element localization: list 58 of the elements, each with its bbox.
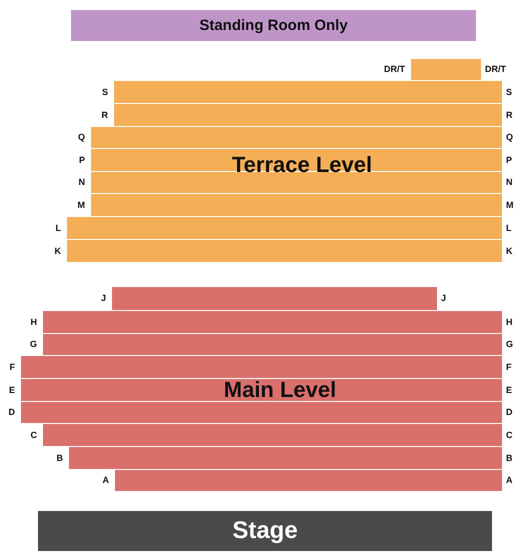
section-label: Terrace Level	[232, 152, 372, 178]
row-label: B	[56, 452, 63, 464]
row-label: R	[506, 110, 512, 120]
row-label: N	[506, 177, 512, 188]
row-label: L	[506, 222, 512, 234]
row-label: G	[506, 339, 514, 350]
row-label: M	[506, 200, 514, 210]
row-label: D	[506, 407, 512, 418]
row-label: Q	[78, 132, 85, 143]
row-label: E	[506, 384, 512, 396]
row-label: S	[506, 86, 512, 98]
row-label: L	[56, 222, 61, 234]
seating-row	[21, 402, 502, 423]
row-label: A	[506, 475, 512, 486]
row-label: DR/T	[384, 64, 405, 75]
row-label: M	[78, 200, 85, 210]
seating-row	[114, 81, 502, 103]
row-label: K	[54, 246, 61, 256]
seating-row	[91, 172, 502, 193]
seating-row	[69, 447, 502, 469]
row-label: C	[506, 430, 512, 440]
row-label: G	[30, 339, 37, 350]
seating-row	[115, 470, 502, 491]
row-label: H	[30, 316, 37, 328]
row-label: P	[78, 154, 85, 166]
row-label: F	[10, 362, 15, 372]
row-label: C	[30, 430, 37, 440]
row-label: P	[506, 154, 512, 166]
seating-row	[91, 149, 502, 171]
row-label: S	[102, 86, 108, 98]
seating-row	[43, 424, 502, 446]
row-label: DR/T	[485, 64, 506, 75]
seating-row	[43, 311, 502, 333]
seating-row	[112, 287, 437, 310]
row-label: E	[8, 384, 15, 396]
seating-section	[411, 59, 481, 80]
seating-row	[21, 379, 502, 401]
row-label: R	[102, 110, 108, 120]
row-label: J	[441, 293, 446, 304]
row-label: K	[506, 246, 512, 256]
seating-row	[114, 104, 502, 126]
row-label: H	[506, 316, 512, 328]
row-label: D	[8, 407, 15, 418]
seating-row	[67, 240, 502, 262]
title-banner: Standing Room Only	[71, 10, 476, 41]
row-label: J	[100, 293, 106, 304]
seating-row	[43, 334, 502, 355]
row-label: Q	[506, 132, 514, 143]
seating-row	[91, 127, 502, 148]
stage-area: Stage	[38, 511, 492, 551]
seating-row	[21, 356, 502, 378]
section-label: Main Level	[224, 377, 336, 403]
seating-row	[91, 194, 502, 216]
row-label: N	[78, 177, 85, 188]
seating-row	[67, 217, 502, 239]
row-label: A	[102, 475, 109, 486]
row-label: F	[506, 362, 512, 372]
row-label: B	[506, 452, 512, 464]
